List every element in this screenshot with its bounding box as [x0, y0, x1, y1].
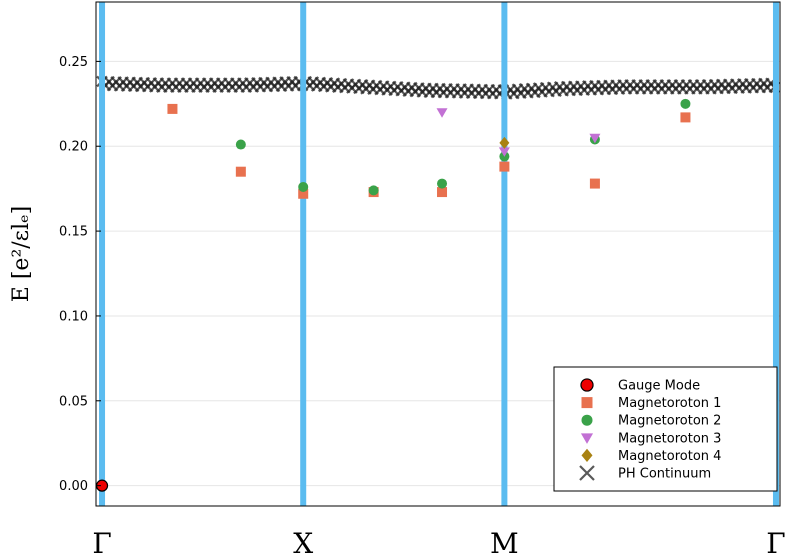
magnetoroton-1-point	[167, 103, 178, 114]
x-tick-label: M	[490, 527, 519, 557]
plot-frame	[95, 1, 781, 507]
y-tick-label: 0.05	[59, 394, 88, 409]
magnetoroton-1-point	[680, 112, 691, 123]
legend-label: Magnetoroton 4	[618, 449, 721, 464]
magnetoroton-3-point	[589, 133, 601, 144]
magnetoroton-3-legend-marker	[580, 433, 594, 444]
y-tick-label: 0.20	[59, 140, 88, 155]
legend-label: PH Continuum	[618, 467, 711, 482]
magnetoroton-3-point	[498, 147, 510, 157]
y-tick-label: 0.25	[59, 55, 88, 70]
magnetoroton-2-point	[235, 139, 246, 150]
legend-label: Gauge Mode	[618, 379, 700, 394]
data-points	[96, 98, 691, 492]
magnetoroton-1-point	[499, 161, 510, 172]
magnetoroton-1-point	[235, 166, 246, 177]
y-tick-label: 0.00	[59, 479, 88, 494]
magnetoroton-1-legend-marker	[581, 397, 593, 409]
y-tick-label: 0.10	[59, 309, 88, 324]
ph-continuum-band	[96, 75, 780, 100]
magnetoroton-2-point	[368, 185, 379, 196]
magnetoroton-1-point	[589, 178, 600, 189]
x-tick-label: X	[293, 527, 313, 557]
y-axis-label: E [e²/εlₑ]	[9, 206, 34, 302]
magnetoroton-4-legend-marker	[581, 448, 593, 462]
magnetoroton-4-point	[499, 136, 510, 149]
gauge-mode-legend-marker	[580, 378, 594, 392]
y-tick-label: 0.15	[59, 225, 88, 240]
legend-label: Magnetoroton 2	[618, 414, 721, 429]
magnetoroton-2-point	[680, 98, 691, 109]
legend-label: Magnetoroton 3	[618, 431, 721, 446]
magnetoroton-2-point	[298, 181, 309, 192]
legend-label: Magnetoroton 1	[618, 396, 721, 411]
y-axis-ticks: 0.00 0.05 0.10 0.15 0.20 0.25	[59, 55, 101, 494]
x-tick-label: Γ	[92, 527, 111, 557]
magnetoroton-2-legend-marker	[581, 414, 593, 426]
magnetoroton-2-point	[437, 178, 448, 189]
x-tick-label: Γ	[766, 527, 785, 557]
magnetoroton-1-point	[437, 187, 448, 198]
magnetoroton-3-point	[436, 108, 448, 118]
ph-continuum-legend-marker	[579, 465, 595, 481]
magnetoroton-1-point	[298, 188, 309, 199]
